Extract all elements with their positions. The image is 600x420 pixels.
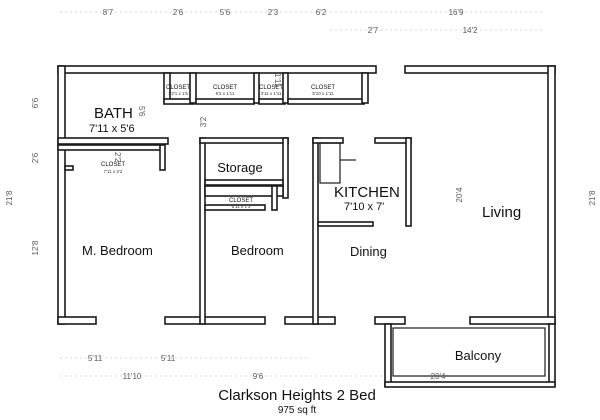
closet-4-size: 5'10 x 1'11 xyxy=(312,91,334,96)
kitchen-size: 7'10 x 7' xyxy=(344,201,384,213)
bedroom-label: Bedroom xyxy=(231,243,284,258)
dim-top-3: 5'6 xyxy=(220,8,231,17)
living-side-dim: 20'4 xyxy=(455,187,464,202)
dim-bottom-2: 5'11 xyxy=(161,354,176,363)
living-label: Living xyxy=(482,204,521,221)
bath-label: BATH xyxy=(94,105,133,122)
bath-size: 7'11 x 5'6 xyxy=(89,123,135,135)
closet-3-size: 3'11 x 1'11 xyxy=(261,91,282,96)
plan-title: Clarkson Heights 2 Bed xyxy=(218,387,376,404)
bath-side-dim: 5'6 xyxy=(137,106,146,117)
closet-3-label: CLOSET xyxy=(259,85,283,91)
dim-bottom-4: 9'6 xyxy=(253,372,264,381)
hall-width-dim: 3'2 xyxy=(199,116,208,127)
dim-top-5: 6'2 xyxy=(316,8,327,17)
dim-top-8: 14'2 xyxy=(463,26,478,35)
dim-left-1: 6'6 xyxy=(31,97,40,108)
closet-1-label: CLOSET xyxy=(166,85,190,91)
dim-top-1: 8'7 xyxy=(103,8,114,17)
plan-area: 975 sq ft xyxy=(278,405,317,416)
dim-top-2: 2'6 xyxy=(173,8,184,17)
dim-bottom-1: 5'11 xyxy=(88,354,103,363)
storage-label: Storage xyxy=(217,160,263,175)
dim-bottom-3: 11'10 xyxy=(123,372,142,381)
closet-1-size: 1'2'1 x 1'6 xyxy=(168,91,188,96)
closet-6-label: CLOSET xyxy=(229,198,253,204)
closet-4-label: CLOSET xyxy=(311,85,335,91)
closet-2-label: CLOSET xyxy=(213,85,237,91)
balcony-label: Balcony xyxy=(455,348,502,363)
dim-right: 21'8 xyxy=(588,190,597,205)
master-bedroom-label: M. Bedroom xyxy=(82,243,153,258)
closet-5-label: CLOSET xyxy=(101,162,125,168)
kitchen-label: KITCHEN xyxy=(334,184,400,201)
closet-5-size: 7'11 x 2'2 xyxy=(104,169,123,174)
dim-top-4: 2'3 xyxy=(268,8,279,17)
closet-6-size: 5'11 x 1'3 xyxy=(232,204,251,209)
closet-2-size: 5'2 x 1'11 xyxy=(216,91,235,96)
dining-label: Dining xyxy=(350,244,387,259)
closet-5-dim: 2'2 xyxy=(113,152,122,163)
dim-top-6: 16'9 xyxy=(449,8,464,17)
dim-left-3: 21'8 xyxy=(5,190,14,205)
balcony-dim: 20'4 xyxy=(431,372,446,381)
dim-top-7: 2'7 xyxy=(368,26,379,35)
closet-depth-dim: 1'11 xyxy=(273,73,282,88)
dim-left-4: 12'8 xyxy=(31,240,40,255)
dim-left-2: 2'6 xyxy=(31,152,40,163)
